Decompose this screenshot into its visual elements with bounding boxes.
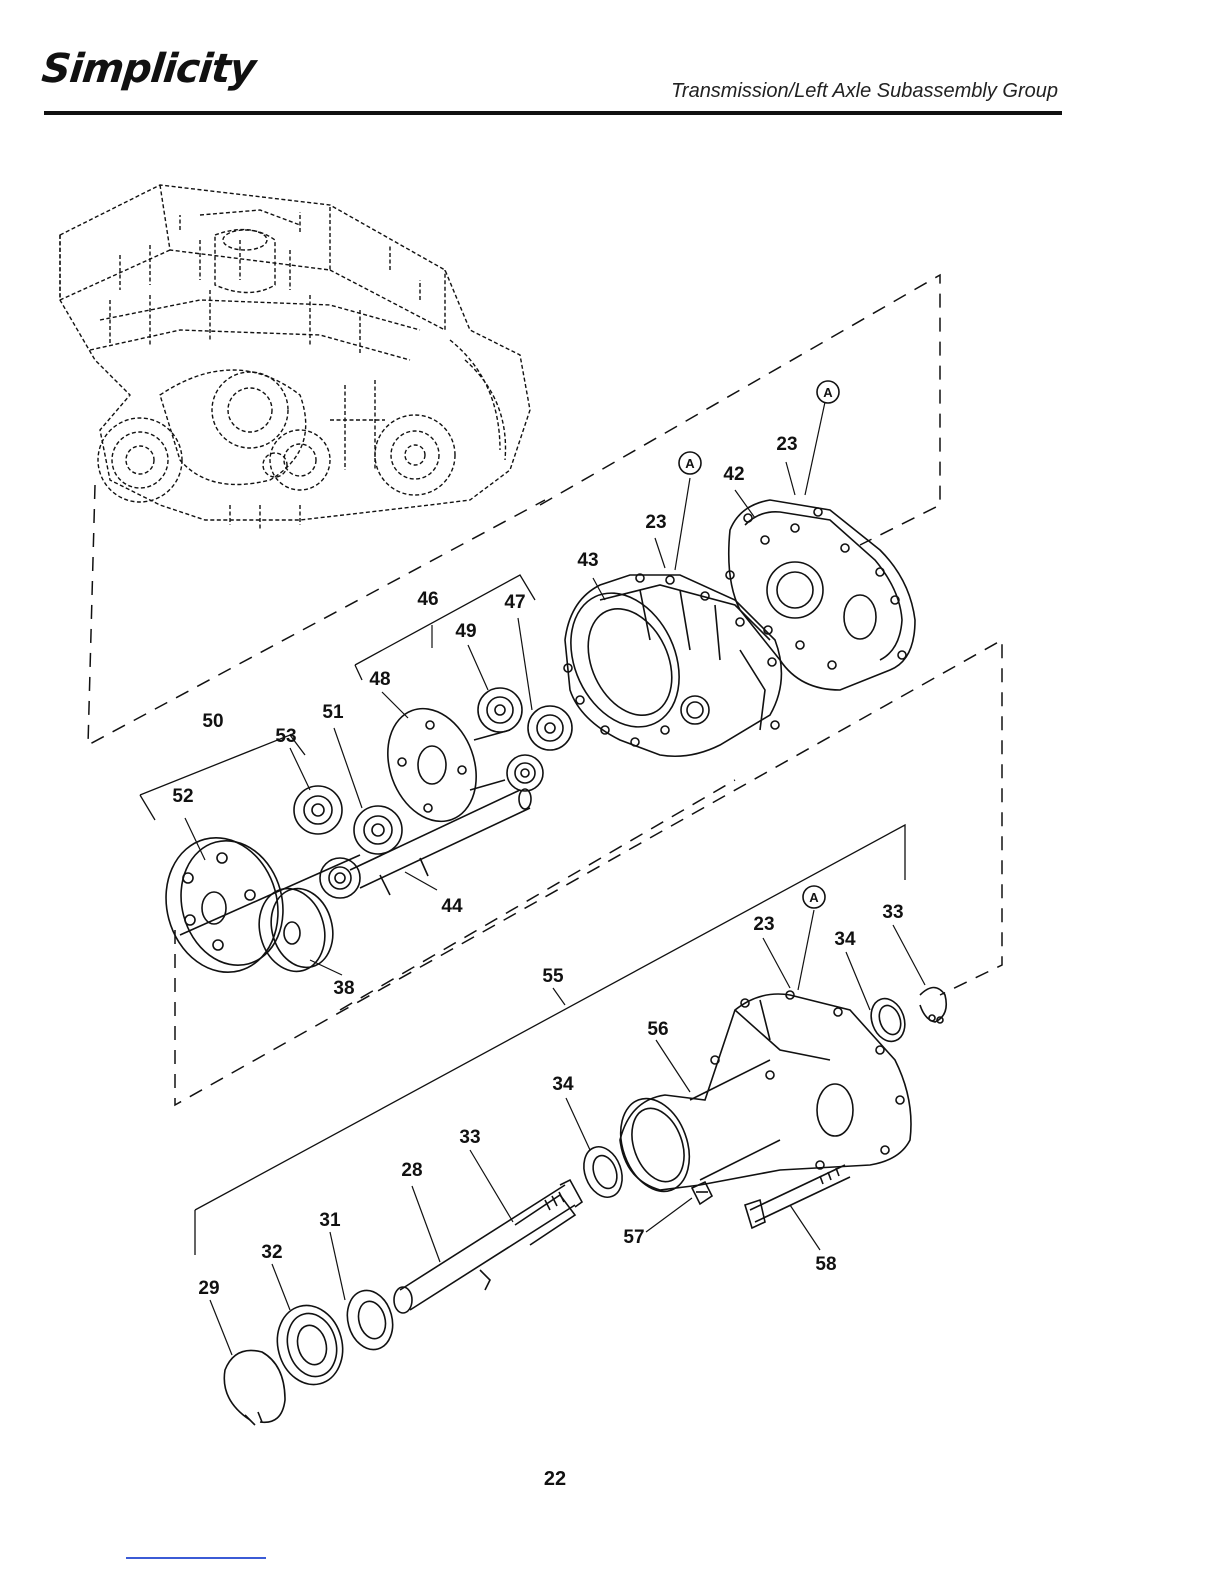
callout-38: 38 <box>333 978 354 999</box>
bearing-47 <box>528 706 572 750</box>
callout-51: 51 <box>322 702 344 723</box>
washer-34-upper <box>865 994 910 1046</box>
reference-letter-a-3: A <box>809 890 819 905</box>
callout-47: 47 <box>504 592 525 613</box>
callout-33: 33 <box>459 1127 480 1148</box>
bolt-58 <box>745 1165 850 1228</box>
callout-29: 29 <box>198 1278 219 1299</box>
callout-58: 58 <box>815 1254 836 1275</box>
callout-43: 43 <box>577 550 598 571</box>
page-number: 22 <box>0 1468 1110 1491</box>
callout-32: 32 <box>261 1242 282 1263</box>
callout-31: 31 <box>319 1210 341 1231</box>
group-bracket-50 <box>140 735 305 820</box>
housing-43 <box>550 574 781 756</box>
cover-42 <box>726 500 915 690</box>
callout-52: 52 <box>172 786 193 807</box>
bearing-53 <box>294 786 342 834</box>
callout-28: 28 <box>401 1160 422 1181</box>
gear-38 <box>250 881 341 979</box>
footer-link-underline[interactable] <box>126 1557 266 1559</box>
axle-shaft-28 <box>394 1180 582 1313</box>
callout-23: 23 <box>753 914 774 935</box>
callout-46: 46 <box>417 589 438 610</box>
callout-56: 56 <box>647 1019 668 1040</box>
callout-34: 34 <box>834 929 856 950</box>
bearing-51 <box>354 806 402 854</box>
shaft-44 <box>350 789 531 895</box>
callout-57: 57 <box>623 1227 644 1248</box>
reference-letter-a-2: A <box>685 456 695 471</box>
bearing-47b <box>507 755 543 791</box>
callout-44: 44 <box>441 896 463 917</box>
bearing-49 <box>478 688 522 732</box>
bearing-32 <box>269 1298 352 1392</box>
retaining-ring-29 <box>224 1350 285 1425</box>
callout-23: 23 <box>776 434 797 455</box>
callout-42: 42 <box>723 464 744 485</box>
callout-34: 34 <box>552 1074 574 1095</box>
callout-23: 23 <box>645 512 666 533</box>
callout-48: 48 <box>369 669 390 690</box>
leader-lines <box>185 402 925 1355</box>
callout-49: 49 <box>455 621 476 642</box>
transmission-housing-outline <box>60 185 530 530</box>
washer-34-lower <box>577 1141 629 1202</box>
callout-53: 53 <box>275 726 296 747</box>
callout-50: 50 <box>202 711 223 732</box>
washer-31 <box>341 1285 399 1354</box>
group-bracket-46 <box>355 575 535 680</box>
callout-33: 33 <box>882 902 903 923</box>
retaining-ring-33-upper <box>920 988 946 1024</box>
callout-55: 55 <box>542 966 564 987</box>
reference-letter-a-1: A <box>823 385 833 400</box>
